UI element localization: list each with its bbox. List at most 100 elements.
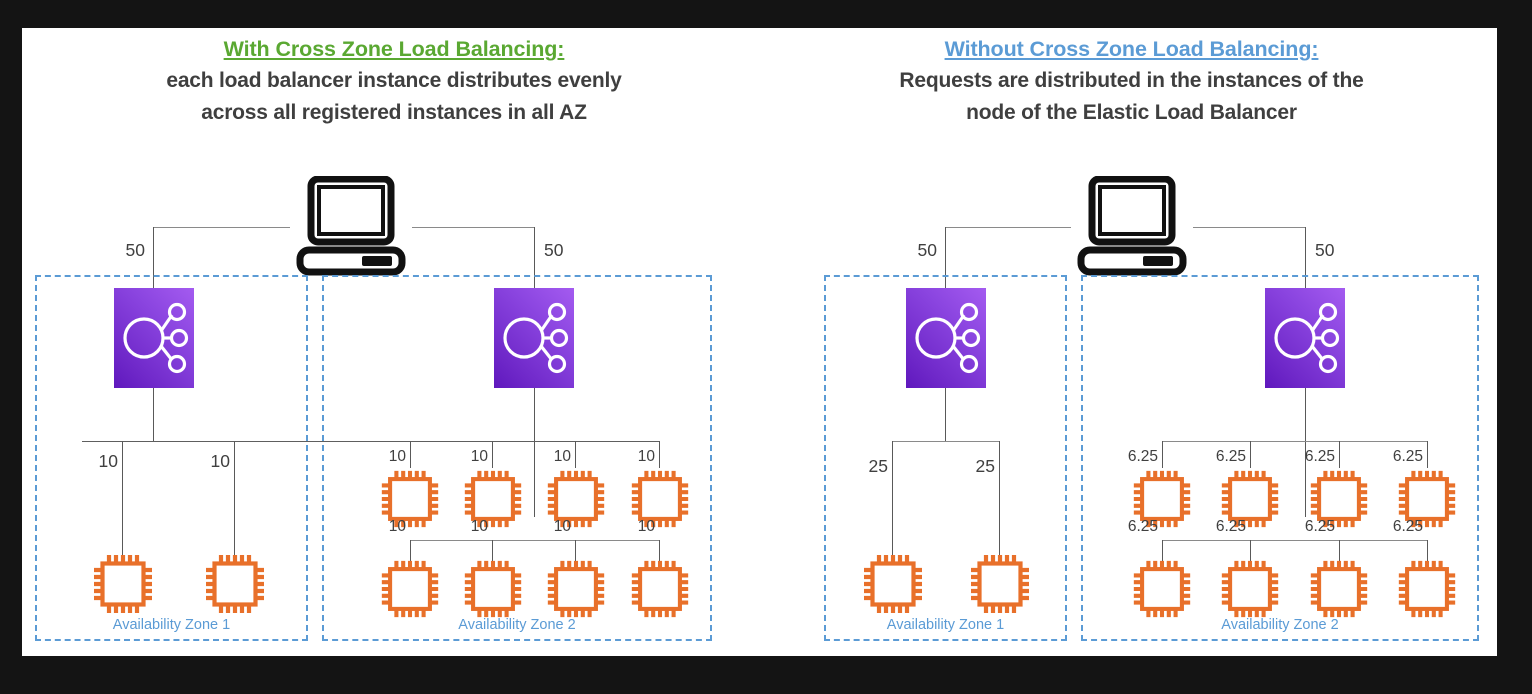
az2-row1-label-4: 10 — [637, 448, 655, 465]
az2-row1-distribution-bus — [1162, 441, 1428, 443]
ec2-instance-icon[interactable] — [1305, 465, 1373, 533]
elb-az1-drop — [945, 388, 947, 442]
az2-row1-drop-2 — [492, 441, 494, 468]
ec2-instance-icon[interactable] — [1393, 555, 1461, 623]
ec2-instance-icon[interactable] — [965, 549, 1035, 619]
az1-instance-drop-2 — [234, 441, 236, 555]
az2-row1-drop-1 — [410, 441, 412, 468]
client-drop-az1 — [153, 227, 155, 344]
az2-row1-drop-4 — [1427, 441, 1429, 468]
az2-row2-label-2: 10 — [470, 518, 488, 535]
availability-zone-1-box: Availability Zone 1 — [824, 275, 1067, 641]
availability-zone-2-box: Availability Zone 2 — [1081, 275, 1479, 641]
ec2-instance-icon[interactable] — [1305, 555, 1373, 623]
az2-row1-drop-2 — [1250, 441, 1252, 468]
az2-row2-label-3: 10 — [553, 518, 571, 535]
az2-row1-label-4: 6.25 — [1392, 448, 1423, 465]
ec2-instance-icon[interactable] — [376, 555, 444, 623]
ec2-instance-icon[interactable] — [542, 555, 610, 623]
elb-az2-drop — [1305, 388, 1307, 517]
az2-row1-label-3: 10 — [553, 448, 571, 465]
ec2-instance-icon[interactable] — [1393, 465, 1461, 533]
availability-zone-1-label: Availability Zone 1 — [112, 617, 231, 633]
az2-row1-drop-3 — [575, 441, 577, 468]
az1-instance-label-2: 25 — [975, 456, 995, 476]
availability-zone-2-box: Availability Zone 2 — [322, 275, 712, 641]
az2-row1-drop-1 — [1162, 441, 1164, 468]
ec2-instance-icon[interactable] — [542, 465, 610, 533]
client-drop-az2 — [534, 227, 536, 344]
elb-az1-drop — [153, 388, 155, 442]
row1-distribution-bus — [82, 441, 660, 443]
availability-zone-1-label: Availability Zone 1 — [886, 617, 1005, 633]
client-bus-left — [945, 227, 1071, 229]
panel-subtitle-left-line2: across all registered instances in all A… — [201, 101, 587, 124]
panel-without-cross-zone: Without Cross Zone Load Balancing: Reque… — [766, 28, 1497, 656]
client-az1-label: 50 — [125, 240, 145, 260]
az2-row2-drop-3 — [1339, 540, 1341, 562]
panel-heading-right: Without Cross Zone Load Balancing: Reque… — [766, 34, 1497, 128]
az2-row2-drop-1 — [1162, 540, 1164, 562]
ec2-instance-icon[interactable] — [858, 549, 928, 619]
computer-icon — [1071, 176, 1193, 276]
panel-with-cross-zone: With Cross Zone Load Balancing: each loa… — [22, 28, 766, 656]
az2-row2-label-4: 6.25 — [1392, 518, 1423, 535]
row2-distribution-bus — [410, 540, 660, 542]
availability-zone-2-label: Availability Zone 2 — [458, 617, 576, 633]
ec2-instance-icon[interactable] — [459, 555, 527, 623]
ec2-instance-icon[interactable] — [200, 549, 270, 619]
az2-row1-drop-3 — [1339, 441, 1341, 468]
panel-heading-left: With Cross Zone Load Balancing: each loa… — [22, 34, 766, 128]
ec2-instance-icon[interactable] — [626, 555, 694, 623]
client-bus-right — [412, 227, 535, 229]
az2-row2-distribution-bus — [1162, 540, 1428, 542]
panel-title-left: With Cross Zone Load Balancing: — [223, 37, 565, 61]
az1-distribution-bus — [892, 441, 999, 443]
az2-row2-label-1: 6.25 — [1127, 518, 1158, 535]
az1-instance-drop-2 — [999, 441, 1001, 555]
az2-row2-drop-3 — [575, 540, 577, 562]
panel-subtitle-left-line1: each load balancer instance distributes … — [166, 69, 622, 92]
ec2-instance-icon[interactable] — [88, 549, 158, 619]
elb-az2-drop — [534, 388, 536, 517]
client-az2-label: 50 — [1315, 240, 1335, 260]
ec2-instance-icon[interactable] — [1216, 555, 1284, 623]
az1-instance-drop-1 — [122, 441, 124, 555]
client-az1-label: 50 — [917, 240, 937, 260]
ec2-instance-icon[interactable] — [626, 465, 694, 533]
client-bus-right — [1193, 227, 1306, 229]
availability-zone-2-label: Availability Zone 2 — [1221, 617, 1339, 633]
availability-zone-1-box: Availability Zone 1 — [35, 275, 308, 641]
ec2-instance-icon[interactable] — [459, 465, 527, 533]
diagram-canvas: With Cross Zone Load Balancing: each loa… — [22, 28, 1497, 656]
elastic-load-balancer-icon-az2[interactable] — [1265, 288, 1345, 388]
ec2-instance-icon[interactable] — [1216, 465, 1284, 533]
az2-row2-drop-4 — [659, 540, 661, 562]
az2-row1-label-3: 6.25 — [1304, 448, 1335, 465]
az2-row2-drop-4 — [1427, 540, 1429, 562]
ec2-instance-icon[interactable] — [1128, 465, 1196, 533]
elastic-load-balancer-icon-az1[interactable] — [906, 288, 986, 388]
az2-row1-drop-4 — [659, 441, 661, 468]
client-drop-az1 — [945, 227, 947, 344]
panel-subtitle-right-line2: node of the Elastic Load Balancer — [966, 101, 1297, 124]
az1-instance-label-2: 10 — [210, 451, 230, 471]
az2-row1-label-1: 6.25 — [1127, 448, 1158, 465]
computer-icon — [290, 176, 412, 276]
az2-row2-label-2: 6.25 — [1215, 518, 1246, 535]
az2-row2-drop-1 — [410, 540, 412, 562]
az2-row1-label-2: 10 — [470, 448, 488, 465]
az2-row2-label-3: 6.25 — [1304, 518, 1335, 535]
client-bus-left — [153, 227, 290, 229]
elastic-load-balancer-icon-az1[interactable] — [114, 288, 194, 388]
az2-row1-label-1: 10 — [388, 448, 406, 465]
az2-row2-drop-2 — [492, 540, 494, 562]
az2-row2-label-4: 10 — [637, 518, 655, 535]
elastic-load-balancer-icon-az2[interactable] — [494, 288, 574, 388]
panel-subtitle-right-line1: Requests are distributed in the instance… — [899, 69, 1364, 92]
client-az2-label: 50 — [544, 240, 564, 260]
ec2-instance-icon[interactable] — [1128, 555, 1196, 623]
az2-row1-label-2: 6.25 — [1215, 448, 1246, 465]
panel-title-right: Without Cross Zone Load Balancing: — [944, 37, 1319, 61]
ec2-instance-icon[interactable] — [376, 465, 444, 533]
